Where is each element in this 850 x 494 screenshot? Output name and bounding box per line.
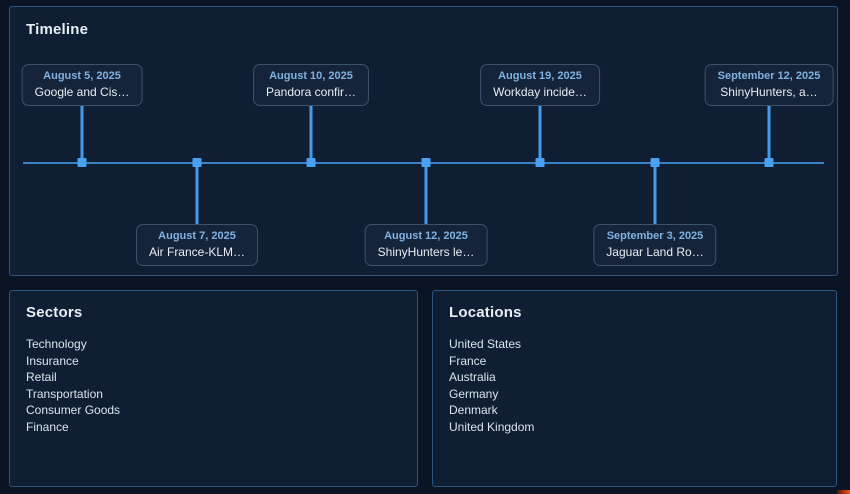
event-connector (80, 101, 84, 163)
event-title: Google and Cis… (34, 85, 130, 99)
event-connector (309, 101, 313, 163)
event-date: August 5, 2025 (43, 70, 121, 82)
event-title: Pandora confir… (265, 85, 357, 99)
event-date: September 12, 2025 (717, 70, 821, 82)
event-date: August 12, 2025 (384, 230, 468, 242)
event-marker (192, 158, 202, 167)
event-connector (538, 101, 542, 163)
locations-title: Locations (449, 304, 522, 321)
event-connector (653, 164, 657, 225)
event-date: September 3, 2025 (606, 230, 704, 242)
event-marker (535, 158, 545, 167)
event-title: Air France-KLM… (148, 245, 246, 259)
sector-item: Finance (26, 419, 69, 434)
event-marker (77, 158, 87, 167)
event-connector (424, 164, 428, 225)
event-date: August 19, 2025 (498, 70, 582, 82)
sectors-title: Sectors (26, 304, 83, 321)
event-marker (764, 158, 774, 167)
sector-item: Retail (26, 370, 57, 384)
location-item: Germany (449, 386, 499, 401)
event-marker (421, 158, 431, 167)
location-item: United States (449, 337, 522, 351)
location-item: Denmark (449, 403, 498, 417)
location-item: France (449, 353, 487, 368)
event-marker (306, 158, 316, 167)
location-item: Australia (449, 370, 496, 384)
event-date: August 7, 2025 (158, 230, 236, 242)
sector-item: Insurance (26, 353, 79, 368)
sector-item: Transportation (26, 386, 103, 401)
sector-item: Technology (26, 337, 87, 351)
event-marker (650, 158, 660, 167)
event-connector (767, 101, 771, 163)
event-title: ShinyHunters le… (377, 245, 475, 259)
event-title: Jaguar Land Ro… (606, 245, 704, 259)
event-title: Workday incide… (493, 85, 587, 99)
event-connector (195, 164, 199, 225)
location-item: United Kingdom (449, 419, 535, 434)
corner-artifact (837, 490, 850, 494)
event-title: ShinyHunters, a… (720, 85, 818, 99)
sector-item: Consumer Goods (26, 403, 121, 417)
event-date: August 10, 2025 (269, 70, 353, 82)
timeline-title: Timeline (26, 21, 89, 38)
